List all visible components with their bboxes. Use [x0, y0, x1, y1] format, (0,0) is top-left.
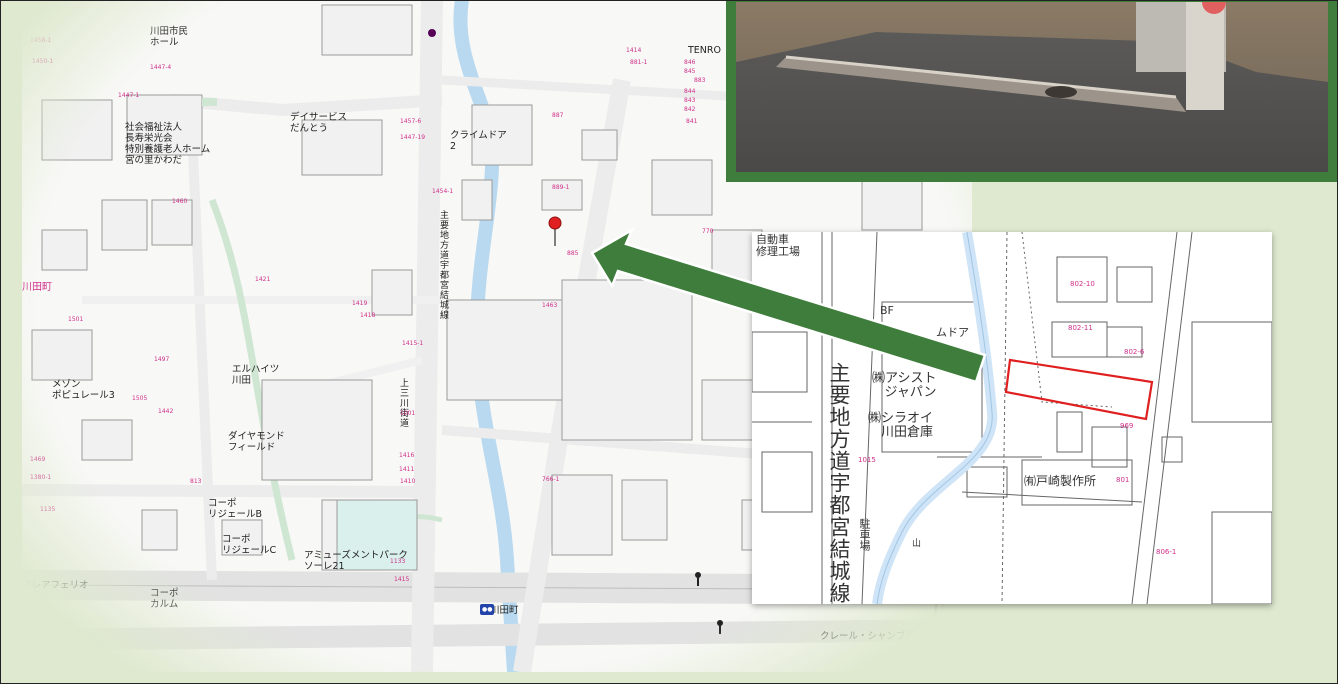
parcel-number: 766-1 [542, 476, 560, 483]
parcel-number: 1447-19 [400, 134, 426, 141]
place-label-kawada-bus: 川田町 [490, 605, 519, 616]
parcel-number: 881-1 [630, 59, 648, 66]
place-label-corpo-calm: コーポ カルム [150, 588, 179, 610]
parcel-number: 969 [1120, 422, 1134, 430]
parcel-number: 1447-1 [118, 92, 140, 99]
place-label-climb-door: クライムドア 2 [450, 130, 507, 152]
road-label-kamimikawa: 上三川街道 [398, 378, 408, 428]
parcel-number: 802-10 [1070, 280, 1095, 288]
parcel-number: 1415 [394, 576, 410, 583]
parcel-number: 1460 [172, 198, 188, 205]
district-label: 川田町 [22, 282, 52, 293]
location-pin-icon[interactable] [548, 216, 562, 246]
parcel-number: 887 [552, 112, 564, 119]
parcel-number: 846 [684, 59, 696, 66]
parcel-number: 806-1 [1156, 548, 1177, 556]
parcel-number: 1015 [858, 456, 876, 464]
pointer-arrow [590, 227, 987, 384]
parcel-number: 1447-4 [150, 64, 172, 71]
parcel-number: 1497 [154, 356, 170, 363]
label-shiraoi: ㈱シラオイ 川田倉庫 [868, 411, 934, 440]
parcel-number: 889-1 [552, 184, 570, 191]
parcel-number: 813 [190, 478, 202, 485]
label-assist-japan: ㈱アシスト ジャパン [872, 371, 937, 400]
parcel-number: 801 [1116, 476, 1130, 484]
parcel-number: 841 [686, 118, 698, 125]
parcel-number: 1442 [158, 408, 174, 415]
place-label-kawada-civic-hall: 川田市民 ホール [150, 26, 189, 48]
place-label-day-service: デイサービス だんとう [290, 112, 348, 134]
parcel-number: 1450-1 [32, 58, 54, 65]
parcel-number: 843 [684, 97, 696, 104]
label-tozaki: ㈲戸崎製作所 [1024, 474, 1097, 488]
parcel-number: 842 [684, 106, 696, 113]
place-label-tenro: TENRO [688, 45, 721, 56]
place-label-corpo-b: コーポ リジェールB [208, 498, 263, 520]
label-parking: 駐車場 [858, 518, 871, 551]
parcel-number: 1380-1 [30, 474, 52, 481]
parcel-number: 1418 [360, 312, 376, 319]
parcel-number: 845 [684, 68, 696, 75]
street-photo-image [736, 2, 1328, 172]
place-label-el-heights: エルハイツ 川田 [232, 364, 280, 386]
place-label-amusement-park: アミューズメントパーク ソーレ21 [304, 550, 408, 572]
parcel-number: 1410 [400, 478, 416, 485]
label-climb-partial: ムドア [936, 326, 969, 339]
parcel-number: 1457-6 [400, 118, 422, 125]
parcel-number: 1135 [40, 506, 56, 513]
parcel-number: 1501 [68, 316, 84, 323]
place-label-clair-felio: クレアフェリオ [22, 580, 89, 591]
street-photo [726, 0, 1338, 182]
label-car-repair: 自動車 修理工場 [756, 233, 800, 258]
place-label-maison-popular: メゾン ポピュレール3 [52, 379, 115, 401]
parcel-number: 802-11 [1068, 324, 1093, 332]
parcel-number: 1454-1 [432, 188, 454, 195]
parcel-number: 1421 [255, 276, 271, 283]
place-label-creel-simple: クレール・シャンブル [820, 631, 915, 642]
parcel-number: 802-6 [1124, 348, 1145, 356]
shrine-marker-icon [695, 572, 701, 586]
parcel-number: 1416 [399, 452, 415, 459]
parcel-number: 1411 [399, 466, 415, 473]
detail-map[interactable]: 自動車 修理工場 BF ムドア ㈱アシスト ジャパン ㈱シラオイ 川田倉庫 ㈲戸… [752, 232, 1272, 604]
road-label-main: 主要地方道宇都宮結城線 [438, 210, 448, 320]
bus-stop-icon: ●● [480, 604, 495, 615]
label-mountain: 山 [912, 539, 922, 549]
place-label-nursing-home: 社会福祉法人 長寿栄光会 特別養護老人ホーム 宮の里かわだ [125, 122, 211, 166]
parcel-number: 1414 [626, 47, 642, 54]
label-bf: BF [880, 304, 894, 317]
parcel-number: 1505 [132, 395, 148, 402]
detail-map-drawing [752, 232, 1272, 604]
marker-icon [428, 29, 436, 37]
parcel-number: 1469 [30, 456, 46, 463]
parcel-number: 885 [567, 250, 579, 257]
label-road-vertical: 主要地方道宇都宮結城線 [827, 362, 851, 604]
parcel-number: 1001 [400, 410, 416, 417]
parcel-number: 883 [694, 77, 706, 84]
parcel-number: 1133 [390, 558, 406, 565]
parcel-number: 1463 [542, 302, 558, 309]
parcel-number: 770 [702, 228, 714, 235]
parcel-number: 1419 [352, 300, 368, 307]
place-label-diamond-field: ダイヤモンド フィールド [228, 431, 285, 453]
parcel-number: 1458-1 [30, 37, 52, 44]
parcel-number: 844 [684, 88, 696, 95]
place-label-corpo-c: コーポ リジェールC [222, 534, 277, 556]
shrine-marker-icon [717, 620, 723, 634]
parcel-number: 1415-1 [402, 340, 424, 347]
